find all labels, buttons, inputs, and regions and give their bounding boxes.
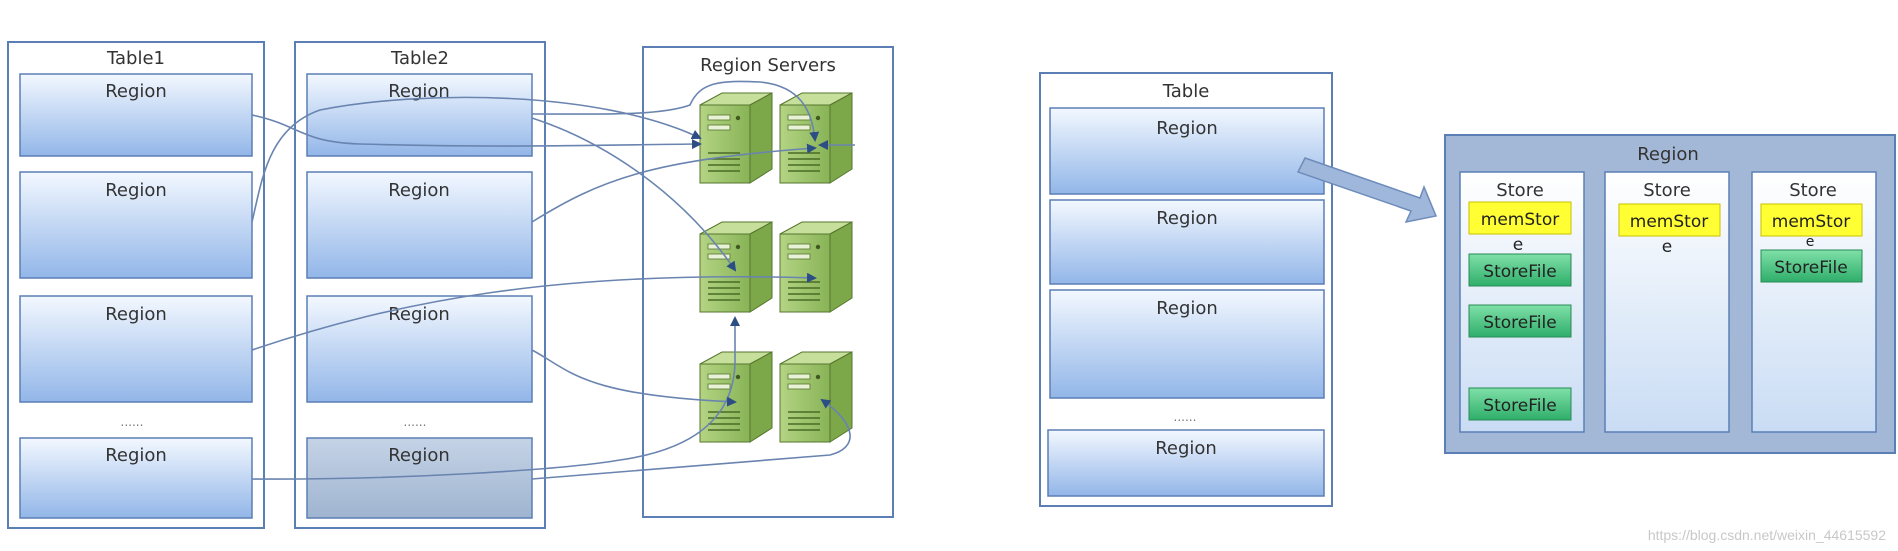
storefile-box (1468, 253, 1572, 287)
store-title: Store (1643, 180, 1691, 201)
storefile-box (1760, 249, 1863, 283)
memstore-label: memStor (1481, 210, 1559, 230)
region-label: Region (1156, 118, 1218, 139)
server-icon (699, 351, 773, 443)
server-icon (699, 92, 773, 184)
table1-panel: Table1 Region Region Region ...... Regio… (7, 41, 265, 529)
region-label: Region (105, 304, 167, 325)
assignment-arrow (531, 349, 737, 407)
region-assignment-arrows (251, 80, 855, 480)
storefile-label: StoreFile (1774, 258, 1847, 278)
storefile-box (1468, 304, 1572, 338)
region-label: Region (1156, 208, 1218, 229)
server-icon (779, 221, 853, 313)
assignment-arrow (531, 398, 851, 480)
region-label: Region (1155, 438, 1217, 459)
storefile-label: StoreFile (1483, 262, 1556, 282)
table-region: Region (1047, 429, 1325, 497)
memstore-label: memStor (1630, 212, 1708, 232)
assignment-arrow (531, 80, 820, 142)
region-label: Region (388, 180, 450, 201)
table1-region: Region (19, 73, 253, 157)
table1-title: Table1 (106, 48, 165, 69)
table2-region: Region (306, 73, 533, 157)
store-column: Store memStor e StoreFile (1751, 171, 1877, 433)
table-panel: Table Region Region Region ...... Region (1039, 72, 1333, 507)
region-detail-title: Region (1637, 144, 1699, 165)
assignment-arrow (531, 117, 737, 272)
table-title: Table (1162, 81, 1210, 102)
storefile-label: StoreFile (1483, 313, 1556, 333)
expand-arrow (1296, 157, 1438, 224)
region-detail-panel: Region Store memStor e StoreFile StoreFi… (1444, 134, 1896, 454)
storefile-box (1468, 387, 1572, 421)
table1-ellipsis: ...... (121, 415, 144, 429)
watermark: https://blog.csdn.net/weixin_44615592 (1647, 527, 1886, 543)
memstore-box (1618, 203, 1721, 237)
table2-panel: Table2 Region Region Region ...... Regio… (294, 41, 546, 529)
region-label: Region (105, 81, 167, 102)
region-label: Region (388, 304, 450, 325)
table2-ellipsis: ...... (404, 415, 427, 429)
table-region: Region (1049, 107, 1325, 195)
table2-title: Table2 (390, 48, 449, 69)
storefile-label: StoreFile (1483, 396, 1556, 416)
table-region: Region (1049, 199, 1325, 285)
region-label: Region (388, 81, 450, 102)
server-icon (779, 92, 853, 184)
store-title: Store (1789, 180, 1837, 201)
memstore-label-wrap: e (1513, 235, 1523, 255)
assignment-arrow (531, 143, 817, 223)
assignment-arrow (251, 272, 817, 351)
table-ellipsis: ...... (1174, 410, 1197, 424)
table2-region: Region (306, 171, 533, 279)
table1-region: Region (19, 171, 253, 279)
memstore-label-wrap: e (1662, 237, 1672, 257)
region-label: Region (105, 445, 167, 466)
server-icon (779, 351, 853, 443)
table-region: Region (1049, 289, 1325, 399)
servers-layer (699, 92, 853, 443)
store-column: Store memStor e StoreFile StoreFile Stor… (1459, 171, 1585, 433)
region-label: Region (1156, 298, 1218, 319)
store-title: Store (1496, 180, 1544, 201)
region-label: Region (105, 180, 167, 201)
region-label: Region (388, 445, 450, 466)
memstore-box (1760, 203, 1863, 237)
server-icon (699, 221, 773, 313)
memstore-label-wrap: e (1806, 234, 1815, 250)
assignment-arrow (251, 316, 740, 480)
store-column: Store memStor e (1604, 171, 1730, 433)
assignment-arrow (251, 96, 702, 223)
table2-region: Region (306, 295, 533, 403)
assignment-arrow (251, 114, 702, 150)
table1-region: Region (19, 437, 253, 519)
memstore-label: memStor (1772, 212, 1850, 232)
table1-region: Region (19, 295, 253, 403)
memstore-box (1468, 201, 1572, 235)
region-servers-title: Region Servers (700, 55, 836, 76)
